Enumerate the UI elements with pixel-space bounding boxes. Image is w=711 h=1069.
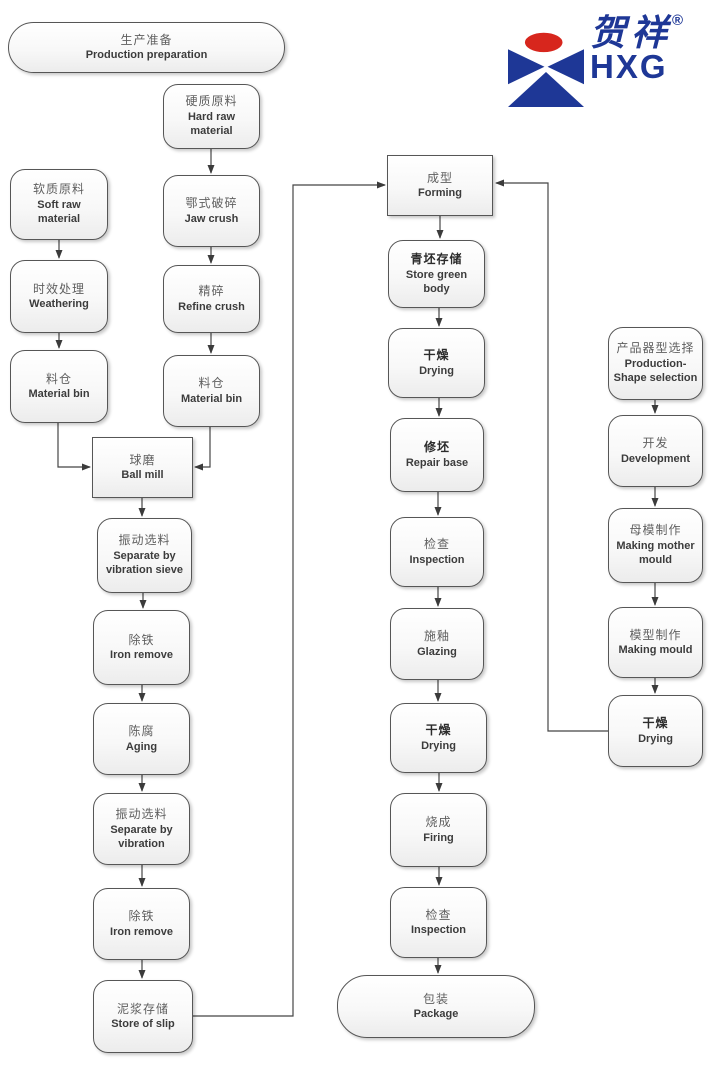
node-label-en: Production preparation xyxy=(85,49,208,62)
node-label-en: Firing xyxy=(423,831,454,844)
node-label-en: Jaw crush xyxy=(184,212,239,225)
node-label-en: Soft raw material xyxy=(37,199,81,226)
node-label-en: Production-Shape selection xyxy=(613,358,698,385)
node-label-zh: 时效处理 xyxy=(32,281,85,296)
node-label-zh: 硬质原料 xyxy=(185,94,238,109)
node-label-zh: 施釉 xyxy=(423,629,450,644)
node-label-en: Drying xyxy=(638,732,673,745)
company-logo: 贺祥 ® HXG xyxy=(508,12,704,110)
node-label-en: Drying xyxy=(419,364,454,377)
node-label-en: Store of slip xyxy=(111,1018,175,1031)
node-label-en: Making mother mould xyxy=(616,540,695,567)
node-label-en: Material bin xyxy=(180,392,243,405)
node-label-en: Repair base xyxy=(405,456,469,469)
node-iron-remove-1: 除铁 Iron remove xyxy=(93,610,190,685)
logo-chinese-name: 贺祥 xyxy=(590,12,673,54)
node-label-en: Refine crush xyxy=(178,300,245,313)
node-label-zh: 干燥 xyxy=(423,348,450,363)
node-label-zh: 球磨 xyxy=(129,452,156,467)
node-inspection-2: 检查 Inspection xyxy=(390,887,487,958)
node-label-en: Package xyxy=(413,1008,459,1021)
node-label-zh: 软质原料 xyxy=(32,182,85,197)
node-label-zh: 陈腐 xyxy=(128,724,155,739)
node-label-en: Store green body xyxy=(405,268,468,295)
node-label-zh: 振动选料 xyxy=(118,533,171,548)
logo-text: 贺祥 ® HXG xyxy=(590,12,684,85)
node-label-zh: 包装 xyxy=(422,991,449,1006)
node-production-preparation: 生产准备 Production preparation xyxy=(8,22,285,73)
node-label-zh: 青坯存储 xyxy=(410,251,463,266)
registered-trademark-icon: ® xyxy=(672,12,684,29)
logo-abbreviation: HXG xyxy=(590,47,668,85)
node-label-zh: 鄂式破碎 xyxy=(185,196,238,211)
node-label-en: Glazing xyxy=(417,645,457,658)
node-store-green-body: 青坯存储 Store green body xyxy=(388,240,485,308)
node-hard-raw-material: 硬质原料 Hard raw material xyxy=(163,84,260,149)
node-label-zh: 除铁 xyxy=(128,632,155,647)
node-label-zh: 干燥 xyxy=(425,723,452,738)
node-label-zh: 料仓 xyxy=(198,376,225,391)
node-label-zh: 精碎 xyxy=(198,284,225,299)
node-label-zh: 泥浆存储 xyxy=(116,1001,169,1016)
node-label-en: Material bin xyxy=(28,388,90,401)
node-separate-by-vibration: 振动选料 Separate by vibration xyxy=(93,793,190,865)
node-label-zh: 模型制作 xyxy=(629,627,682,642)
node-label-en: Inspection xyxy=(410,924,466,937)
node-soft-raw-material: 软质原料 Soft raw material xyxy=(10,169,108,240)
hxg-logo-icon xyxy=(508,30,584,107)
node-label-en: Forming xyxy=(418,187,462,200)
node-label-en: Inspection xyxy=(409,553,465,566)
node-label-zh: 产品器型选择 xyxy=(616,341,695,356)
node-store-of-slip: 泥浆存储 Store of slip xyxy=(93,980,193,1053)
node-ball-mill: 球磨 Ball mill xyxy=(92,437,193,498)
node-label-zh: 检查 xyxy=(423,537,450,552)
node-label-zh: 振动选料 xyxy=(115,806,168,821)
node-label-zh: 除铁 xyxy=(128,909,155,924)
node-label-zh: 成型 xyxy=(426,170,453,185)
node-making-mother-mould: 母模制作 Making mother mould xyxy=(608,508,703,583)
node-label-zh: 料仓 xyxy=(45,371,72,386)
node-label-en: Aging xyxy=(125,740,158,753)
node-label-en: Drying xyxy=(421,739,456,752)
node-forming: 成型 Forming xyxy=(387,155,493,216)
node-weathering: 时效处理 Weathering xyxy=(10,260,108,333)
node-label-en: Iron remove xyxy=(110,925,173,938)
node-making-mould: 模型制作 Making mould xyxy=(608,607,703,678)
node-label-zh: 母模制作 xyxy=(629,523,682,538)
node-label-zh: 干燥 xyxy=(642,716,669,731)
node-label-en: Ball mill xyxy=(121,469,164,482)
node-label-zh: 修坯 xyxy=(423,440,450,455)
node-label-zh: 检查 xyxy=(425,907,452,922)
node-label-en: Development xyxy=(620,452,691,465)
node-package: 包装 Package xyxy=(337,975,535,1038)
node-material-bin-1: 料仓 Material bin xyxy=(10,350,108,423)
node-production-shape-selection: 产品器型选择 Production-Shape selection xyxy=(608,327,703,400)
node-label-en: Iron remove xyxy=(110,649,173,662)
node-label-en: Separate by vibration xyxy=(110,823,173,850)
node-label-en: Hard raw material xyxy=(187,111,236,138)
node-label-zh: 烧成 xyxy=(425,815,452,830)
node-label-en: Making mould xyxy=(618,644,693,657)
node-label-zh: 开发 xyxy=(642,436,669,451)
node-label-en: Weathering xyxy=(29,298,89,311)
node-label-zh: 生产准备 xyxy=(120,32,173,47)
node-label-en: Separate by vibration sieve xyxy=(105,550,184,577)
node-separate-by-vibration-sieve: 振动选料 Separate by vibration sieve xyxy=(97,518,192,593)
